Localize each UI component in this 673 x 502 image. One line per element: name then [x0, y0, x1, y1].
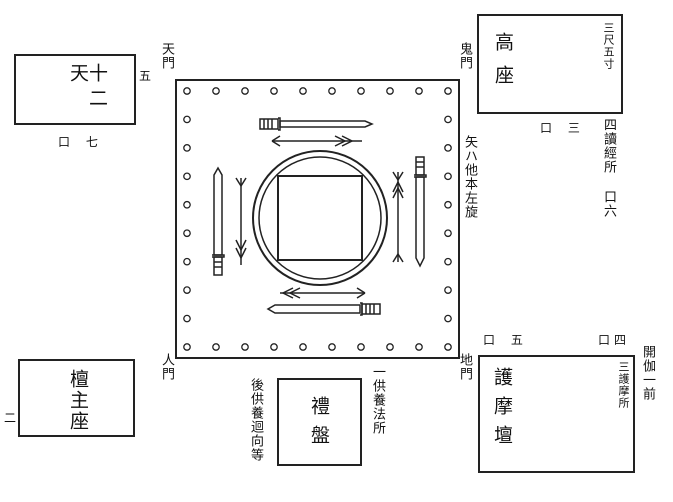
high-seat-title: 高座 — [492, 32, 514, 98]
border-dot — [444, 172, 452, 181]
twelve-devas-side-label: 五 — [139, 69, 152, 83]
twelve-devas-below-label: 口 七 — [58, 135, 104, 149]
border-dot — [444, 229, 452, 238]
altar-master-seat-title: 檀主座 — [67, 369, 89, 432]
sword-left — [212, 166, 225, 276]
border-dot — [328, 343, 336, 351]
border-dot — [444, 200, 452, 209]
homa-altar-top-label: 口 五 — [483, 333, 529, 347]
border-dot — [183, 286, 191, 294]
sword-bottom — [266, 302, 381, 316]
border-dot — [183, 200, 191, 209]
sword-right — [414, 156, 427, 268]
border-dot — [444, 343, 452, 351]
central-altar-square — [175, 79, 460, 359]
central-circle-outer — [252, 150, 388, 286]
border-dot — [299, 343, 307, 351]
border-dot — [212, 343, 220, 351]
border-dot — [444, 257, 452, 266]
border-dot — [241, 343, 249, 351]
arrow-note-label: 矢ハ他本左旋 — [462, 135, 477, 219]
border-dot — [183, 257, 191, 266]
twelve-devas-title: 十二天 — [67, 63, 108, 113]
border-dot — [444, 286, 452, 294]
central-inner-square — [277, 175, 363, 261]
post-offering-label: 後供養迴向等 — [248, 378, 263, 462]
arrow-bottom — [280, 287, 366, 299]
border-dot — [415, 343, 423, 351]
high-seat-below-label: 口 三 — [540, 121, 586, 135]
border-dot — [183, 87, 191, 95]
earth-gate-label: 地門 — [457, 353, 472, 381]
ritual-tray-box: 禮盤 — [277, 378, 362, 466]
high-seat-box: 高座 三尺五寸 — [477, 14, 623, 114]
heaven-gate-label: 天門 — [159, 42, 174, 70]
border-dot — [444, 144, 452, 152]
four-mark-label: 口四 — [598, 333, 631, 347]
border-dot — [386, 87, 394, 95]
border-dot — [183, 314, 191, 323]
arrow-right — [392, 171, 404, 263]
opening-label: 開伽一前 — [640, 345, 655, 401]
arrow-top — [271, 135, 362, 147]
central-circle-inner — [258, 156, 382, 280]
altar-master-seat-box: 檀主座 — [18, 359, 135, 437]
homa-altar-box: 護摩壇 三護摩所 — [478, 355, 635, 473]
border-dot — [183, 229, 191, 238]
ritual-tray-title: 禮盤 — [308, 396, 330, 454]
border-dot — [183, 172, 191, 181]
border-dot — [299, 87, 307, 95]
altar-master-seat-side-label: 二 — [4, 411, 17, 425]
altar-border-dots — [183, 87, 452, 351]
human-gate-label: 人門 — [159, 353, 174, 381]
border-dot — [183, 343, 191, 351]
homa-altar-note: 三護摩所 — [617, 361, 630, 409]
border-dot — [183, 115, 191, 124]
border-dot — [357, 87, 365, 95]
demon-gate-label: 鬼門 — [457, 42, 472, 70]
border-dot — [444, 87, 452, 95]
border-dot — [212, 87, 220, 95]
border-dot — [270, 343, 278, 351]
twelve-devas-box: 十二天 — [14, 54, 136, 125]
border-dot — [270, 87, 278, 95]
arrow-left — [235, 177, 247, 265]
sutra-reading-label: 四讀經所 口六 — [601, 118, 616, 218]
border-dot — [183, 144, 191, 152]
border-dot — [357, 343, 365, 351]
homa-altar-title: 護摩壇 — [491, 367, 513, 454]
border-dot — [386, 343, 394, 351]
sword-top — [259, 117, 374, 131]
border-dot — [328, 87, 336, 95]
border-dot — [241, 87, 249, 95]
border-dot — [444, 115, 452, 124]
high-seat-note: 三尺五寸 — [602, 22, 615, 70]
border-dot — [444, 314, 452, 323]
offering-rite-label: 一供養法所 — [370, 365, 385, 435]
border-dot — [415, 87, 423, 95]
